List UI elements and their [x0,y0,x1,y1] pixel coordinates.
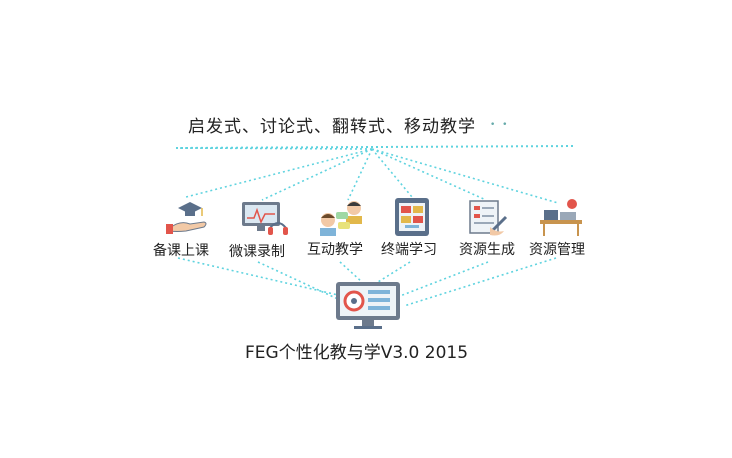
resource-management-desk-icon [540,199,582,236]
heading: 启发式、讨论式、翻转式、移动教学 [188,117,476,137]
footer-title: FEG个性化教与学V3.0 2015 [245,343,469,363]
central-computer-icon [336,282,400,329]
microlecture-monitor-icon [242,202,288,235]
top-bar [175,145,577,149]
resource-generation-document-icon [469,200,508,236]
interaction-people-icon [320,201,362,236]
module-label-interactive: 互动教学 [307,242,363,258]
decorative-dots: • • [490,120,510,130]
hub-connectors [175,147,559,204]
hand-graduation-cap-icon [166,202,207,234]
module-label-resource-mgmt: 资源管理 [529,242,585,258]
terminal-tablet-icon [395,198,429,236]
module-label-terminal: 终端学习 [381,242,437,258]
module-label-microlecture: 微课录制 [229,244,285,260]
module-label-resource-gen: 资源生成 [459,242,515,258]
module-label-lesson-prep: 备课上课 [153,243,209,259]
bottom-connectors [177,257,557,307]
